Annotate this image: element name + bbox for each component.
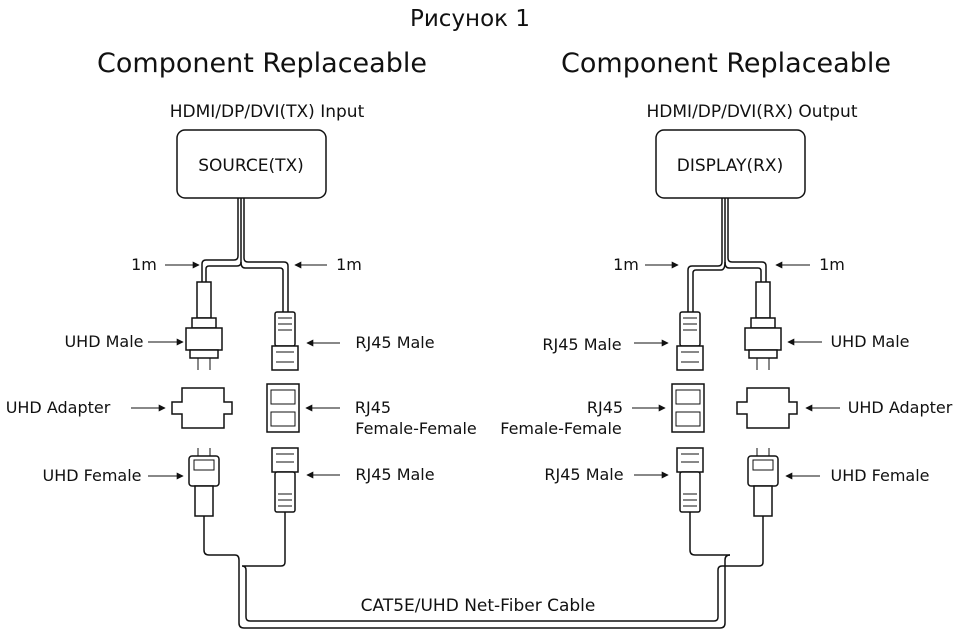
left-uhd-adapter (171, 387, 233, 429)
left-uhd-female-connector (188, 448, 220, 556)
right-uhd-adapter (736, 387, 798, 429)
source-device-label: SOURCE(TX) (198, 156, 304, 176)
left-source-device: SOURCE(TX) (176, 129, 327, 199)
right-length-label-a: 1m (613, 255, 639, 274)
right-split-cable (687, 198, 767, 312)
right-rj45-ff-label-1: RJ45 (587, 398, 623, 417)
right-uhd-adapter-label: UHD Adapter (848, 398, 953, 417)
left-rj45-male-top-connector (271, 311, 299, 371)
right-rj45-female-female (671, 383, 705, 433)
left-length-label-b: 1m (336, 255, 362, 274)
left-split-cable (201, 198, 289, 312)
right-uhd-male-connector (744, 281, 782, 370)
left-uhd-female-label: UHD Female (43, 466, 142, 485)
right-length-label-b: 1m (819, 255, 845, 274)
right-rj45-male-top-label: RJ45 Male (542, 335, 621, 354)
cable-label: CAT5E/UHD Net-Fiber Cable (361, 596, 596, 616)
display-device-label: DISPLAY(RX) (677, 156, 783, 176)
figure-title: Рисунок 1 (410, 6, 530, 32)
left-length-label-a: 1m (131, 255, 157, 274)
left-uhd-male-connector (185, 281, 223, 370)
left-uhd-male-label: UHD Male (64, 332, 143, 351)
left-uhd-adapter-label: UHD Adapter (6, 398, 111, 417)
left-rj45-male-top-label: RJ45 Male (355, 333, 434, 352)
right-uhd-female-connector (747, 448, 779, 567)
left-io-label: HDMI/DP/DVI(TX) Input (170, 102, 365, 122)
left-rj45-ff-label-2: Female-Female (355, 419, 476, 438)
left-rj45-male-bottom-label: RJ45 Male (355, 465, 434, 484)
right-heading: Component Replaceable (561, 48, 891, 79)
left-rj45-ff-label-1: RJ45 (355, 398, 391, 417)
main-cable (209, 554, 759, 629)
right-display-device: DISPLAY(RX) (655, 129, 806, 199)
right-uhd-male-label: UHD Male (830, 332, 909, 351)
right-rj45-ff-label-2: Female-Female (500, 419, 621, 438)
left-rj45-female-female (266, 383, 300, 433)
right-rj45-male-bottom-connector (676, 447, 704, 556)
right-rj45-male-top-connector (676, 311, 704, 371)
left-rj45-male-bottom-connector (271, 447, 299, 567)
right-rj45-male-bottom-label: RJ45 Male (544, 465, 623, 484)
left-heading: Component Replaceable (97, 48, 427, 79)
right-uhd-female-label: UHD Female (831, 466, 930, 485)
right-io-label: HDMI/DP/DVI(RX) Output (647, 102, 858, 122)
